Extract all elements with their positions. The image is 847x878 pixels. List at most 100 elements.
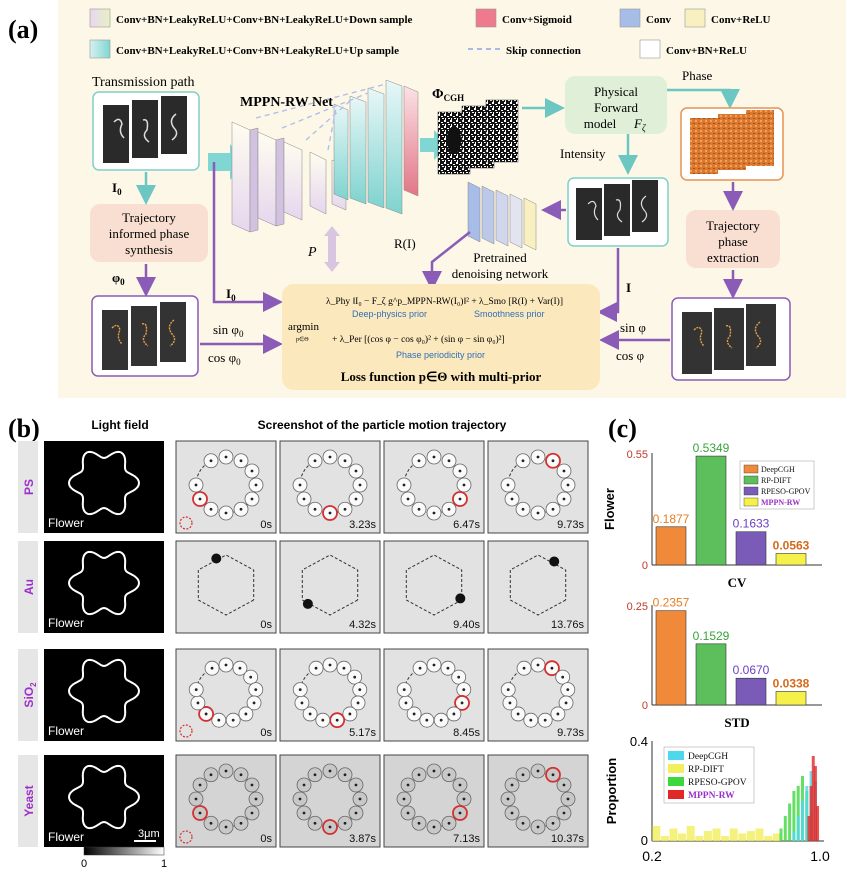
prior-smooth-label: Smoothness prior — [474, 309, 545, 319]
data-label: 0.0338 — [773, 676, 810, 690]
data-label: 0.0670 — [733, 663, 770, 677]
legend-label: MPPN-RW — [761, 498, 800, 507]
particle-core — [562, 783, 566, 787]
particle-core — [402, 688, 406, 692]
intensity-label: Intensity — [560, 146, 606, 161]
legend-skip-label: Skip connection — [506, 45, 581, 57]
particle-core — [353, 675, 357, 679]
synthesis-line3: synthesis — [125, 242, 173, 257]
phi-cgh-label: ΦCGH — [432, 87, 464, 103]
particle-core — [412, 712, 416, 716]
trajectory-path — [301, 554, 359, 616]
particle-core — [458, 469, 462, 473]
hist-bar-deepcgh — [796, 816, 800, 841]
particle-core — [328, 825, 332, 829]
trajectory-screenshot — [383, 540, 485, 634]
bar-deepcgh — [655, 526, 687, 566]
hist-legend-swatch — [668, 790, 684, 799]
particle-core — [447, 821, 451, 825]
y-axis-label: Proportion — [604, 758, 619, 824]
particle-core — [417, 459, 421, 463]
pretrained-line2: denoising network — [452, 266, 549, 281]
legend-swatch-up — [89, 39, 111, 59]
particle-core — [254, 797, 258, 801]
pretrained-denoising-network — [467, 181, 537, 251]
particle-core — [506, 688, 510, 692]
particle-core — [302, 497, 306, 501]
particle-core — [356, 701, 360, 705]
y-axis-label: Flower — [602, 488, 617, 530]
flower-label: Flower — [48, 724, 84, 738]
input-image-stack — [103, 96, 187, 163]
light-field-title: Light field — [91, 418, 148, 432]
start-marker — [179, 830, 193, 844]
particle-core — [447, 773, 451, 777]
legend-swatch — [743, 486, 759, 496]
particle-core — [209, 459, 213, 463]
particle-core — [404, 701, 408, 705]
particle-core — [510, 783, 514, 787]
particle-core — [551, 773, 555, 777]
legend-swatch-bnrelu — [639, 39, 661, 59]
particle-core — [239, 459, 243, 463]
synthesis-line2: informed phase — [109, 226, 190, 241]
particle-core — [209, 773, 213, 777]
timestamp-label: 9.40s — [453, 619, 480, 631]
particle — [549, 556, 560, 567]
hist-bar-mppn-rw — [816, 806, 820, 841]
particle-core — [536, 455, 540, 459]
particle-core — [462, 688, 466, 692]
particle-core — [194, 797, 198, 801]
physical-model-line2: Forward — [594, 100, 639, 115]
particle-core — [244, 712, 248, 716]
prior-period-label: Phase periodicity prior — [396, 350, 485, 360]
particle-core — [254, 483, 258, 487]
timestamp-label: 0s — [260, 727, 272, 739]
particle-core — [521, 821, 525, 825]
hist-bar-rp-dift — [755, 828, 764, 841]
particle-core — [543, 718, 547, 722]
particle-core — [328, 511, 332, 515]
hist-bar-rp-dift — [712, 828, 721, 841]
hist-bar-rp-dift — [738, 833, 747, 841]
particle-core — [402, 797, 406, 801]
arrow-r-to-loss — [422, 231, 471, 291]
screenshot-title: Screenshot of the particle motion trajec… — [258, 418, 507, 432]
particle-core — [447, 507, 451, 511]
particle-core — [439, 718, 443, 722]
particle-core — [458, 811, 462, 815]
particle-core — [298, 483, 302, 487]
particle-core — [313, 459, 317, 463]
particle-core — [224, 825, 228, 829]
hist-legend-label: MPPN-RW — [688, 791, 735, 801]
particle — [455, 593, 466, 604]
hist-bar-rp-dift — [652, 826, 661, 841]
start-marker — [179, 724, 193, 738]
particle-core — [417, 773, 421, 777]
physical-model-line1: Physical — [594, 84, 638, 99]
panel-b-label: (b) — [8, 414, 40, 443]
legend-relu-label: Conv+ReLU — [711, 14, 770, 26]
y-tick-label: 0.4 — [630, 734, 648, 749]
data-label: 0.2357 — [653, 596, 690, 610]
flower-label: Flower — [48, 616, 84, 630]
row-label: SiO2 — [22, 682, 38, 708]
trajectory-path — [197, 554, 255, 616]
row-label: Yeast — [22, 785, 36, 816]
particle-core — [458, 497, 462, 501]
particle-core — [298, 797, 302, 801]
particle-core — [254, 688, 258, 692]
particle — [302, 598, 313, 609]
pretrained-line1: Pretrained — [473, 250, 527, 265]
particle-core — [406, 811, 410, 815]
particle-core — [556, 712, 560, 716]
panel-c-label: (c) — [608, 414, 637, 443]
particle — [211, 553, 222, 564]
phi0-label: φ0 — [112, 270, 125, 287]
particle-core — [551, 821, 555, 825]
particle-core — [358, 688, 362, 692]
particle-core — [550, 666, 554, 670]
hist-bar-rpeso-gpov — [779, 828, 783, 841]
particle-core — [510, 497, 514, 501]
